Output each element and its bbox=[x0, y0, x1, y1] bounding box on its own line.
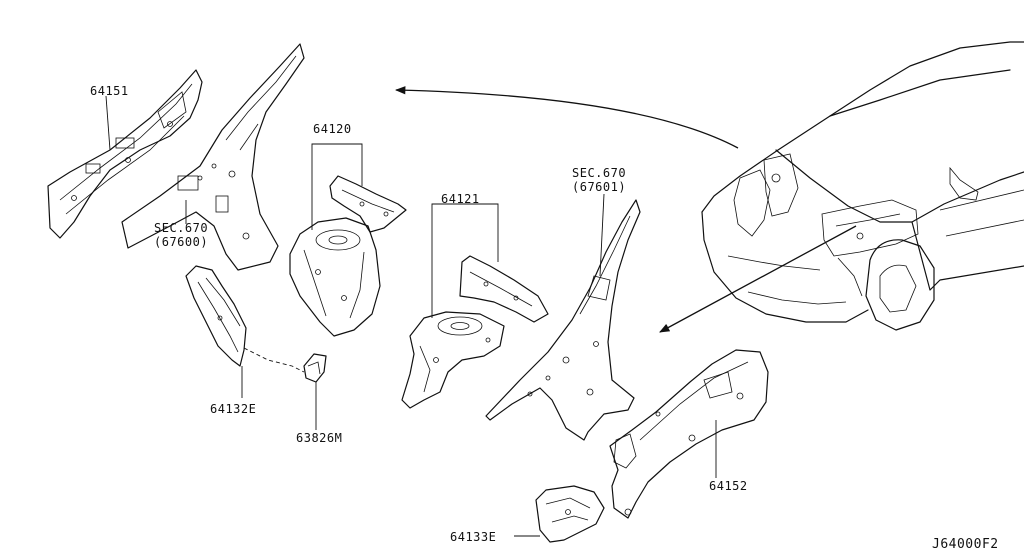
part-64151-hood-ledge[interactable] bbox=[47, 69, 203, 239]
part-sec670-left-pillar[interactable] bbox=[121, 43, 305, 271]
label-sec670-left-ref: (67600) bbox=[154, 235, 208, 249]
arrow-to-right-group bbox=[659, 225, 857, 333]
label-64133e[interactable]: 64133E bbox=[450, 530, 496, 544]
label-sec670-right-ref: (67601) bbox=[572, 180, 626, 194]
label-64152[interactable]: 64152 bbox=[709, 479, 748, 493]
label-64132e[interactable]: 64132E bbox=[210, 402, 256, 416]
label-sec670-left[interactable]: SEC.670 bbox=[154, 221, 208, 235]
part-sec670-right-pillar[interactable] bbox=[485, 199, 641, 441]
part-64132e-lower-bracket[interactable] bbox=[185, 265, 247, 367]
arrow-to-left-group bbox=[394, 86, 739, 149]
label-64120[interactable]: 64120 bbox=[313, 122, 352, 136]
part-64133e-lower-extension[interactable] bbox=[535, 485, 605, 543]
direction-arrows bbox=[394, 86, 857, 333]
label-63826m[interactable]: 63826M bbox=[296, 431, 342, 445]
leader-lines bbox=[105, 95, 717, 537]
vehicle-illustration bbox=[701, 41, 1024, 331]
part-64121-bracket[interactable] bbox=[459, 255, 549, 323]
part-64120-bracket[interactable] bbox=[329, 175, 407, 233]
label-64121[interactable]: 64121 bbox=[441, 192, 480, 206]
label-64151[interactable]: 64151 bbox=[90, 84, 129, 98]
part-labels: 64151 SEC.670 (67600) 64120 64121 SEC.67… bbox=[90, 84, 999, 552]
part-64120-strut-housing-left[interactable] bbox=[289, 217, 381, 337]
label-sec670-right[interactable]: SEC.670 bbox=[572, 166, 626, 180]
diagram-id: J64000F2 bbox=[932, 537, 999, 552]
part-63826m-clip[interactable] bbox=[303, 353, 327, 383]
part-64152-side-member[interactable] bbox=[609, 349, 769, 519]
part-64121-strut-housing-right[interactable] bbox=[401, 311, 505, 409]
